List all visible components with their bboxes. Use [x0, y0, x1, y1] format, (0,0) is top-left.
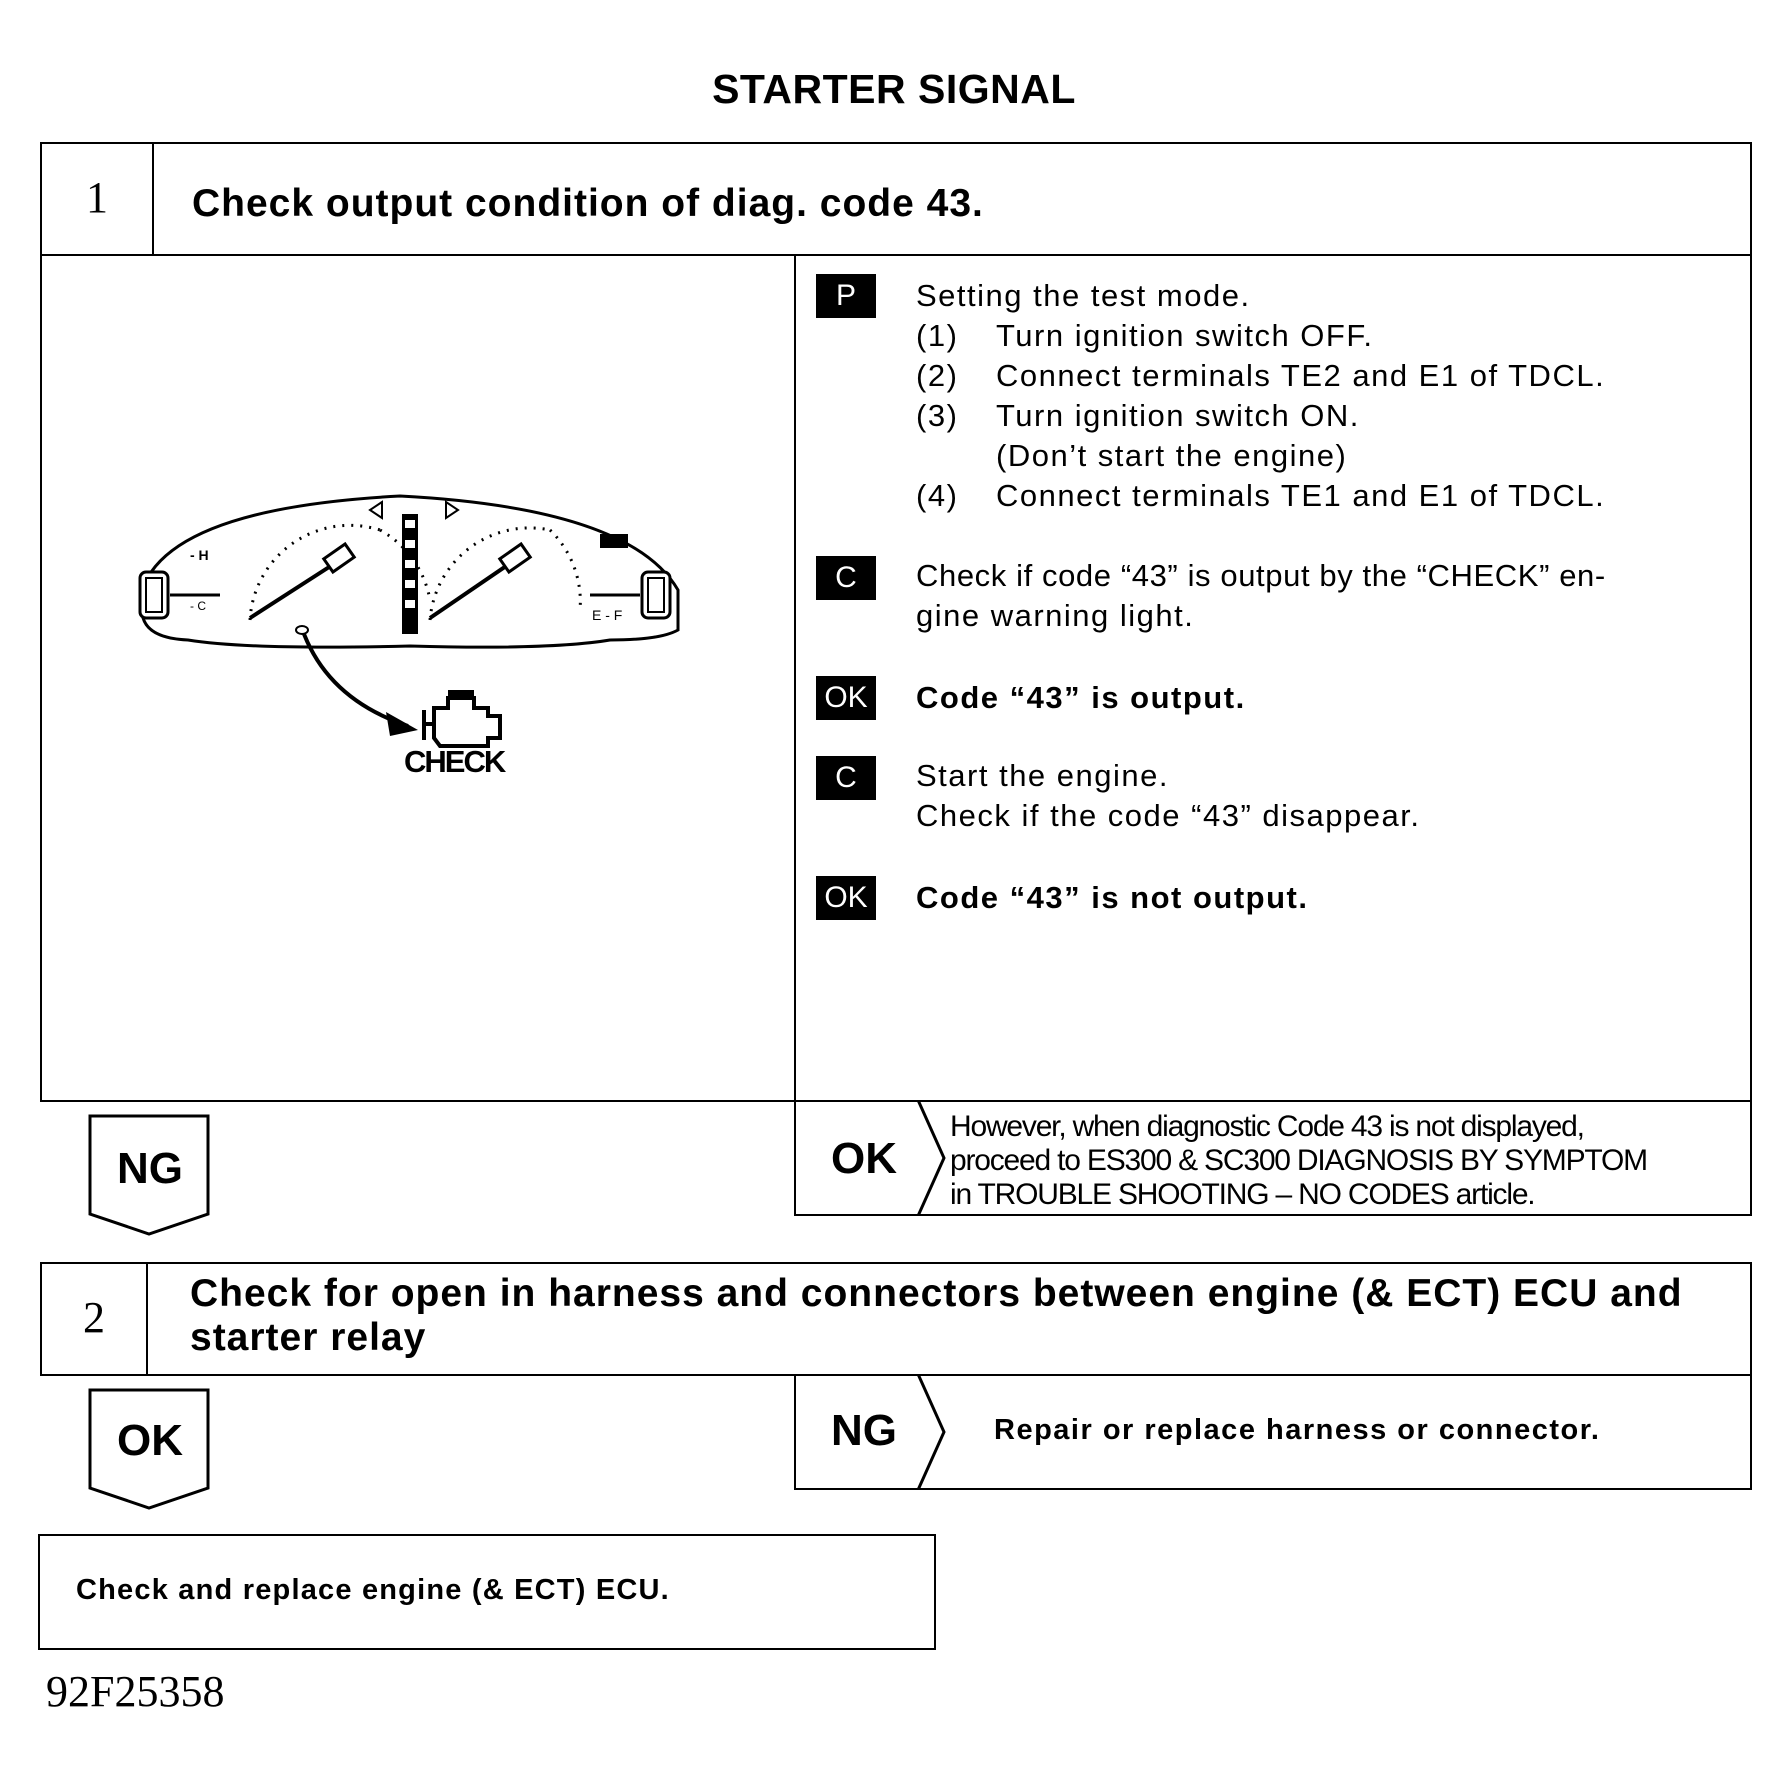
instrument-cluster-illustration: - H - C E - F — [138, 494, 680, 649]
step2-ng-action: Repair or replace harness or connector. — [994, 1414, 1601, 1446]
svg-text:- C: - C — [190, 599, 206, 613]
step2-ok-label: OK — [117, 1416, 183, 1465]
step1-ng-arrow — [88, 1114, 210, 1236]
c2-line1: Start the engine. — [916, 758, 1169, 793]
ok2-text: Code “43” is not output. — [916, 880, 1309, 915]
sub-step-num-4: (4) — [916, 478, 959, 513]
sub-step-text-3b: (Don’t start the engine) — [996, 438, 1348, 473]
step2-ng-label: NG — [831, 1406, 897, 1455]
step1-column-divider — [794, 254, 796, 1102]
step2-number-divider — [146, 1262, 148, 1376]
badge-p: P — [816, 274, 876, 318]
step2-ok-arrow — [88, 1388, 210, 1510]
final-action-box — [38, 1534, 936, 1650]
step2-number: 2 — [83, 1293, 105, 1342]
badge-ok1: OK — [816, 676, 876, 720]
check-lamp-arrow — [302, 633, 418, 736]
p-text: Setting the test mode. — [916, 278, 1251, 313]
ok-note-line1: However, when diagnostic Code 43 is not … — [950, 1110, 1585, 1143]
step1-number: 1 — [86, 173, 108, 222]
step2-ng-chevron — [916, 1374, 946, 1490]
final-action-text: Check and replace engine (& ECT) ECU. — [76, 1574, 670, 1606]
step2-heading-line2: starter relay — [190, 1316, 427, 1359]
sub-step-text-3: Turn ignition switch ON. — [996, 398, 1360, 433]
step1-ok-box — [794, 1100, 1752, 1216]
svg-text:- H: - H — [190, 547, 209, 563]
badge-ok2: OK — [816, 876, 876, 920]
sub-step-text-2: Connect terminals TE2 and E1 of TDCL. — [996, 358, 1606, 393]
step1-header-divider — [40, 254, 1752, 256]
engine-check-icon — [422, 690, 502, 748]
sub-step-num-3: (3) — [916, 398, 959, 433]
step1-ok-chevron — [916, 1100, 946, 1216]
c1-line1: Check if code “43” is output by the “CHE… — [916, 558, 1606, 593]
step1-ok-label: OK — [831, 1134, 897, 1183]
check-label: CHECK — [404, 744, 506, 779]
sub-step-text-1: Turn ignition switch OFF. — [996, 318, 1374, 353]
ok1-text: Code “43” is output. — [916, 680, 1246, 715]
c1-line2: gine warning light. — [916, 598, 1195, 633]
ok-note-line3: in TROUBLE SHOOTING – NO CODES article. — [950, 1178, 1536, 1211]
step1-number-divider — [152, 142, 154, 256]
sub-step-num-1: (1) — [916, 318, 959, 353]
svg-text:E - F: E - F — [592, 607, 622, 623]
figure-id: 92F25358 — [46, 1667, 225, 1716]
page-title: STARTER SIGNAL — [712, 66, 1076, 112]
step1-ng-label: NG — [117, 1144, 183, 1193]
step1-heading: Check output condition of diag. code 43. — [192, 182, 984, 225]
c2-line2: Check if the code “43” disappear. — [916, 798, 1421, 833]
step2-heading-line1: Check for open in harness and connectors… — [190, 1272, 1683, 1315]
sub-step-text-4: Connect terminals TE1 and E1 of TDCL. — [996, 478, 1606, 513]
sub-step-num-2: (2) — [916, 358, 959, 393]
badge-c2: C — [816, 756, 876, 800]
step2-ng-box — [794, 1374, 1752, 1490]
badge-c1: C — [816, 556, 876, 600]
ok-note-line2: proceed to ES300 & SC300 DIAGNOSIS BY SY… — [950, 1144, 1648, 1177]
